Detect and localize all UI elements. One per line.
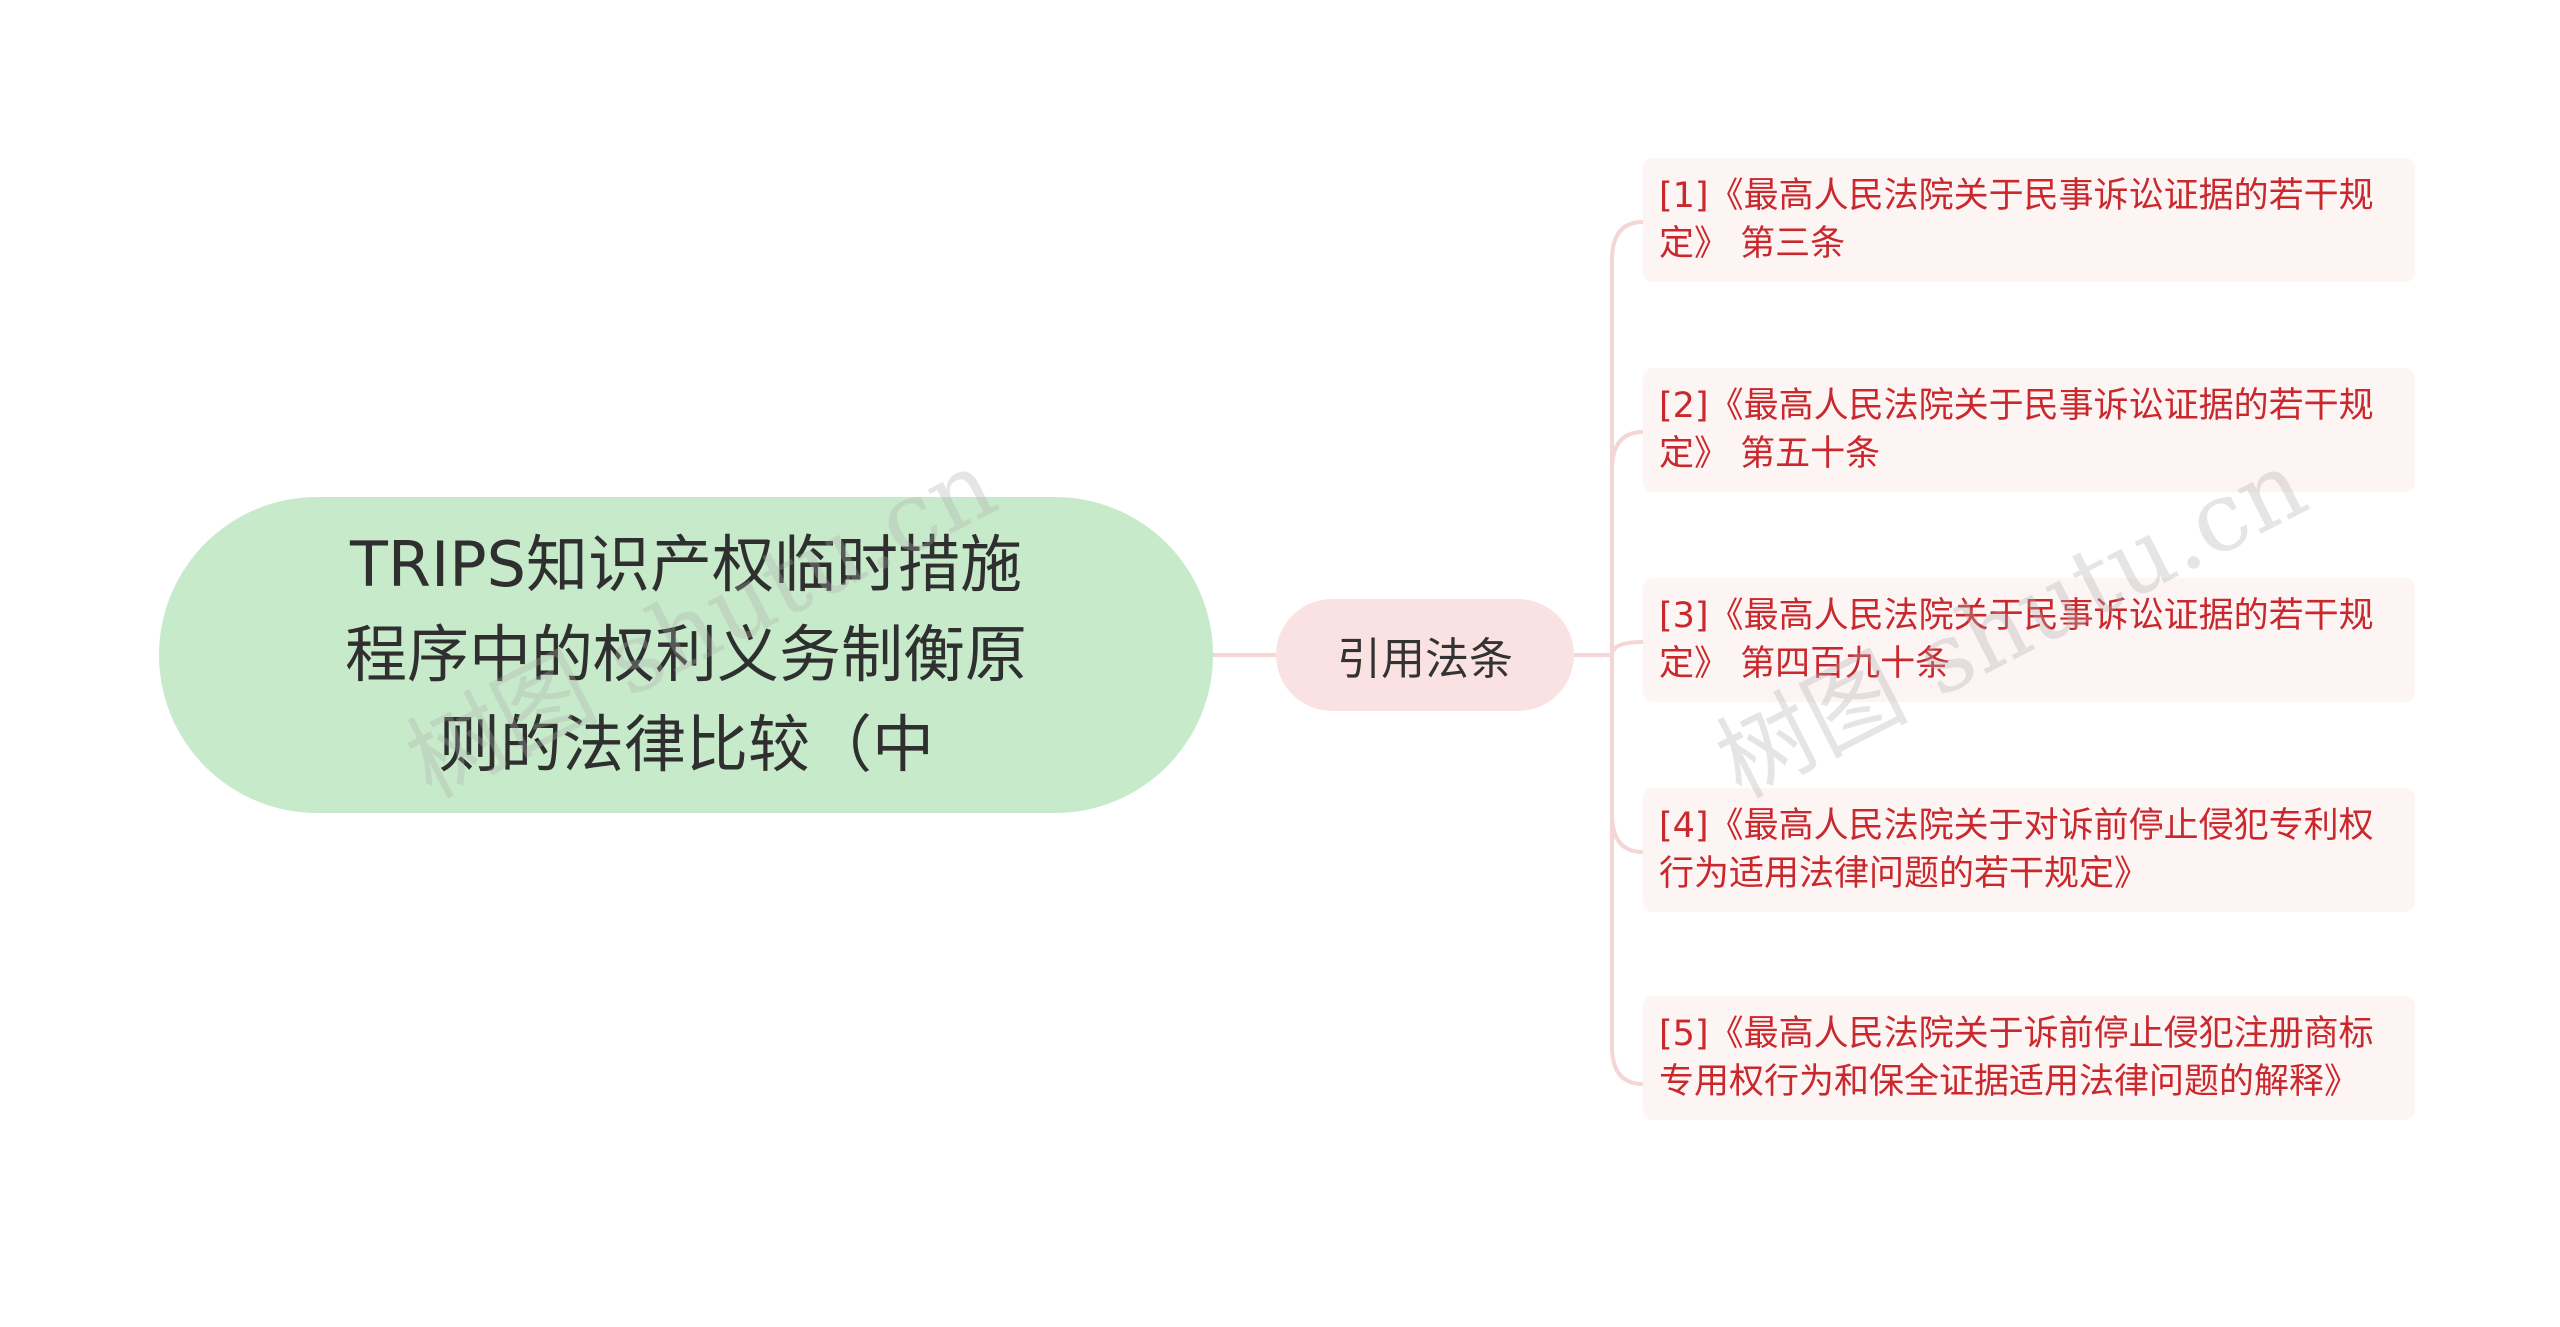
branch-topic-label: 引用法条 bbox=[1337, 634, 1513, 685]
leaf-connector-5 bbox=[1610, 655, 1644, 1086]
leaf-node-4[interactable]: [4]《最高人民法院关于对诉前停止侵犯专利权行为适用法律问题的若干规定》 bbox=[1643, 788, 2415, 912]
leaf-node-3[interactable]: [3]《最高人民法院关于民事诉讼证据的若干规定》 第四百九十条 bbox=[1643, 578, 2415, 702]
leaf-node-5[interactable]: [5]《最高人民法院关于诉前停止侵犯注册商标专用权行为和保全证据适用法律问题的解… bbox=[1643, 996, 2415, 1120]
root-topic-node[interactable]: TRIPS知识产权临时措施程序中的权利义务制衡原则的法律比较（中 bbox=[159, 497, 1213, 813]
leaf-connector-4 bbox=[1610, 655, 1644, 854]
root-topic-label: TRIPS知识产权临时措施程序中的权利义务制衡原则的法律比较（中 bbox=[344, 528, 1027, 781]
leaf-connector-2 bbox=[1610, 430, 1644, 655]
leaf-node-1[interactable]: [1]《最高人民法院关于民事诉讼证据的若干规定》 第三条 bbox=[1643, 158, 2415, 282]
leaf-label-1: [1]《最高人民法院关于民事诉讼证据的若干规定》 第三条 bbox=[1659, 176, 2374, 264]
leaf-node-2[interactable]: [2]《最高人民法院关于民事诉讼证据的若干规定》 第五十条 bbox=[1643, 368, 2415, 492]
branch-topic-node[interactable]: 引用法条 bbox=[1276, 599, 1574, 711]
leaf-label-5: [5]《最高人民法院关于诉前停止侵犯注册商标专用权行为和保全证据适用法律问题的解… bbox=[1659, 1014, 2374, 1102]
leaf-label-3: [3]《最高人民法院关于民事诉讼证据的若干规定》 第四百九十条 bbox=[1659, 596, 2374, 684]
leaf-connector-3 bbox=[1610, 640, 1644, 656]
leaf-label-4: [4]《最高人民法院关于对诉前停止侵犯专利权行为适用法律问题的若干规定》 bbox=[1659, 806, 2374, 894]
leaf-label-2: [2]《最高人民法院关于民事诉讼证据的若干规定》 第五十条 bbox=[1659, 386, 2374, 474]
leaf-connector-1 bbox=[1610, 220, 1644, 655]
